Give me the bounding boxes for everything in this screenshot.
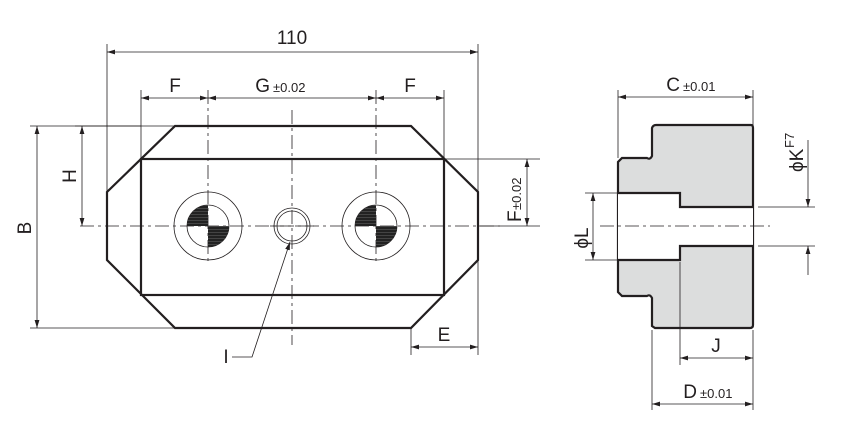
dim-c-tol: ±0.01 [683,79,715,94]
dim-f-vertical-tol: ±0.02 [509,178,524,210]
label-i: I [223,347,228,368]
front-view: 110 F G ±0.02 F H B F ±0.02 E I [15,28,540,368]
dim-k-tol: F7 [782,133,797,148]
center-threaded-hole [270,207,314,245]
dim-d: D [683,382,697,403]
dim-e: E [438,325,451,346]
dim-110: 110 [277,28,307,49]
inner-rect [139,157,446,297]
dim-d-tol: ±0.01 [700,386,732,401]
left-hole [173,191,243,261]
dim-f-vertical: F [505,210,526,222]
dim-g: G [255,76,270,97]
dim-j: J [711,336,721,357]
dim-f-right: F [404,76,416,97]
dim-b: B [15,222,36,235]
dim-f-left: F [169,76,181,97]
right-hole [341,191,411,261]
dim-h: H [60,169,81,183]
dim-k: ϕK [787,148,808,172]
dim-g-tol: ±0.02 [273,80,305,95]
dim-c: C [666,75,680,96]
block-outline [105,124,480,330]
dim-l: ϕL [572,227,593,248]
section-view: C ±0.01 ϕL ϕK F7 J D ±0.01 [572,75,815,410]
